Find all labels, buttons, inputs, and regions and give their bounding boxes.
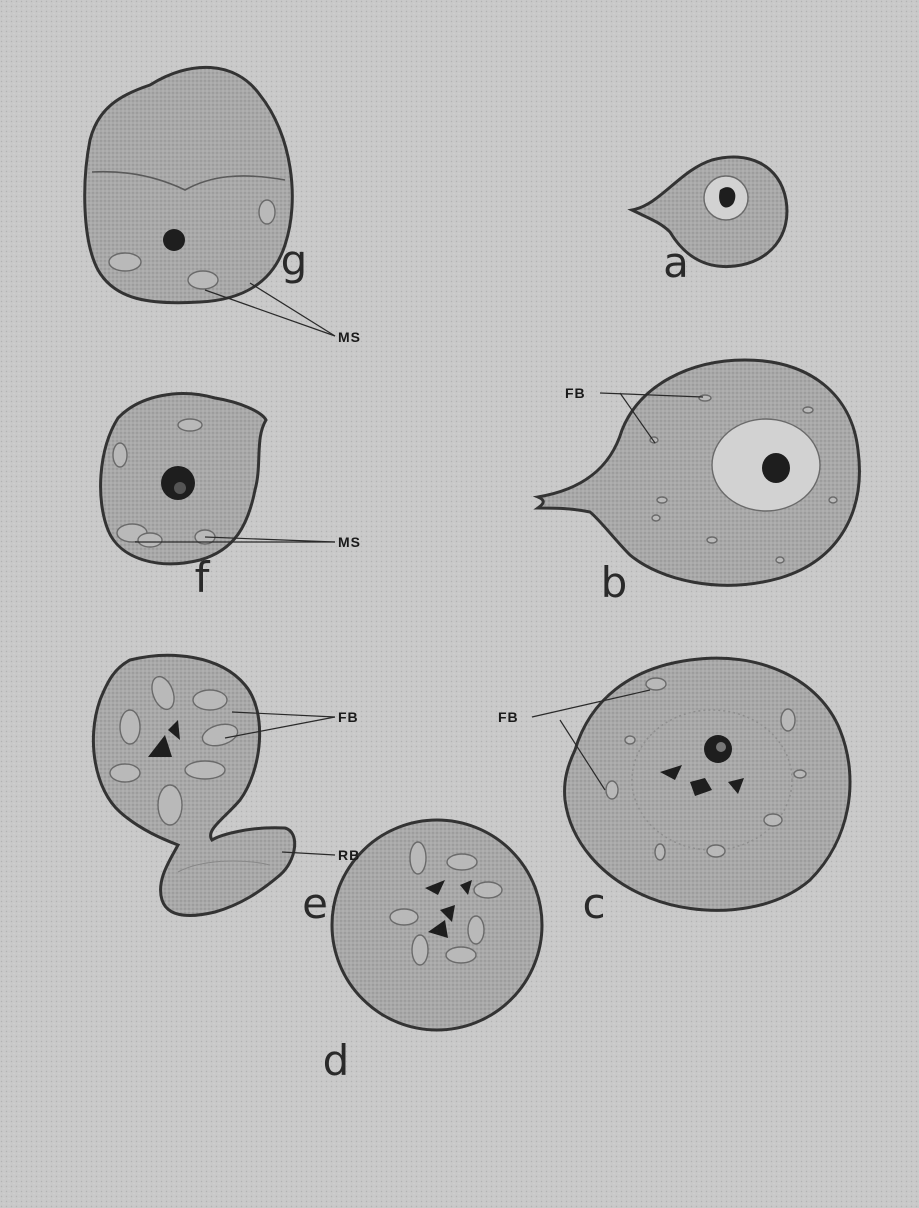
panel-letter-f: f: [195, 553, 211, 602]
cell-c: [565, 658, 850, 910]
cell-g: [85, 67, 293, 302]
ms-body: [109, 253, 141, 271]
panel-letter-c: c: [582, 879, 605, 928]
panel-letter-e: e: [302, 879, 328, 928]
cell-d: [332, 820, 542, 1030]
panel-letter-d: d: [323, 1036, 350, 1085]
label-ms-f: MS: [338, 534, 361, 550]
nucleus-g: [163, 229, 185, 251]
label-ms-g: MS: [338, 329, 361, 345]
panel-letter-g: g: [281, 236, 308, 285]
panel-letter-b: b: [601, 558, 628, 607]
label-fb-e: FB: [338, 709, 359, 725]
panel-letter-a: a: [663, 238, 689, 287]
label-rb-e: RB: [338, 847, 360, 863]
label-fb-c: FB: [498, 709, 519, 725]
label-fb-b: FB: [565, 385, 586, 401]
ms-body: [188, 271, 218, 289]
